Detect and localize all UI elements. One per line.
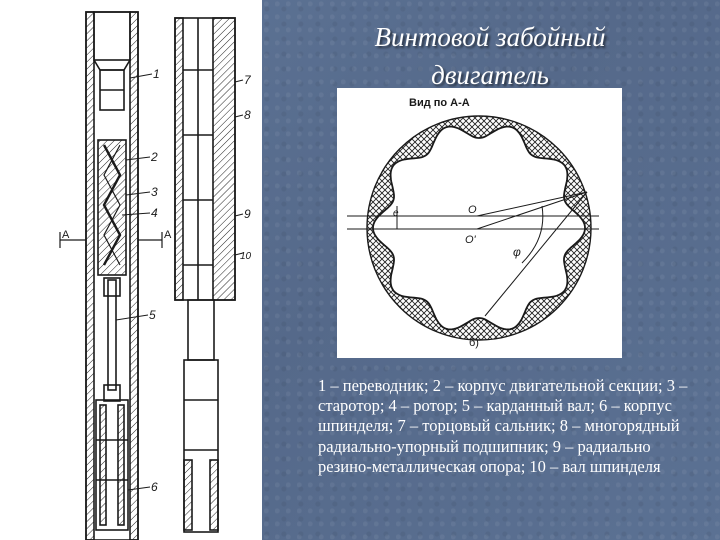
section-mark-left: А [62,229,70,241]
title-line-1: Винтовой забойный [374,22,606,52]
label-9: 9 [244,207,251,221]
title-line-2: двигатель [431,60,549,90]
label-6: 6 [151,480,158,494]
label-1: 1 [153,67,160,81]
slide-title: Винтовой забойный двигатель [340,18,640,94]
cross-section-svg: Вид по А-А e O O' φ б) [347,97,599,349]
parts-legend: 1 – переводник; 2 – корпус двигательной … [318,376,688,476]
motor-section-svg: А А 1 2 3 4 5 6 7 8 9 10 [59,11,252,540]
label-2: 2 [150,150,158,164]
point-o-prime-label: O' [465,234,477,246]
label-10: 10 [240,251,252,262]
point-o-label: O [468,204,477,216]
section-mark-right: А [164,229,172,241]
label-3: 3 [151,185,158,199]
cross-section-drawing: Вид по А-А e O O' φ б) [337,88,622,358]
eccentricity-label: e [393,208,399,219]
label-4: 4 [151,206,158,220]
construction-lines [347,191,599,317]
section-line [59,232,163,248]
label-8: 8 [244,108,251,122]
motor-section-drawing: А А 1 2 3 4 5 6 7 8 9 10 [0,0,262,540]
subfigure-label: б) [469,337,479,349]
label-5: 5 [149,308,156,322]
leader-lines [115,73,244,491]
view-label: Вид по А-А [409,97,470,109]
label-7: 7 [244,73,252,87]
angle-label: φ [513,245,521,259]
